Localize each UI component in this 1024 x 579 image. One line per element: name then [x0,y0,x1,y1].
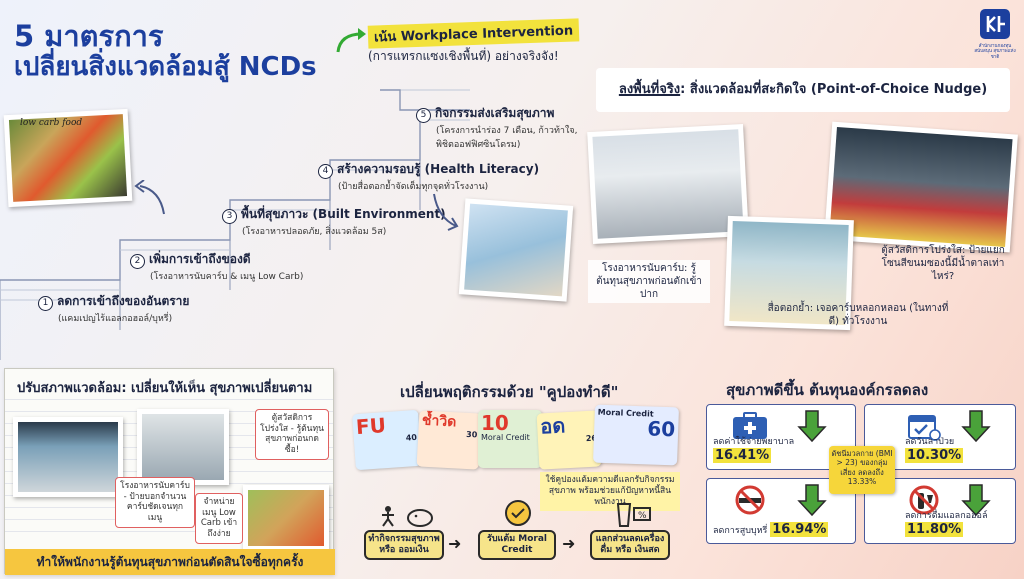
svg-text:%: % [638,511,647,521]
canteen-caption: โรงอาหารนับคาร์บ: รู้ต้นทุนสุขภาพก่อนตัก… [588,260,710,303]
coupon-card-2: ช้ำวิด 30 [416,410,482,470]
coupon-note: ใช้คูปองแต้มความดีแลกรับกิจกรรมสุขภาพ พร… [540,472,680,512]
step-1: 1 ลดการเข้าถึงของอันตราย (แคมเปญไร้แอลกอฮ… [38,292,189,325]
nudge-title-rest: : สิ่งแวดล้อมที่สะกิดใจ (Point-of-Choice… [680,82,988,97]
logo-mark-icon [980,9,1010,39]
logo-text: สำนักงานกองทุนสนับสนุน สุขภาพแห่งชาติ [974,44,1016,60]
drink-cash-icon: % [616,503,651,527]
alcohol-value: 11.80% [905,522,964,537]
step-4-head: สร้างความรอบรู้ (Health Literacy) [337,162,540,176]
coupon-title: เปลี่ยนพฤติกรรมด้วย "คูปองทำดี" [400,383,619,401]
medical-cost-label: ลดค่าใช้จ่ายพยาบาล [713,437,795,447]
main-title: 5 มาตรการ เปลี่ยนสิ่งแวดล้อมสู้ NCDs [14,19,317,83]
coupon-card-4: อด 26 [536,410,602,470]
flow-step-credit: รับแต้ม Moral Credit [478,530,556,560]
lunchbox-photo [243,485,329,551]
first-aid-icon [733,412,767,439]
step-5-head: กิจกรรมส่งเสริมสุขภาพ [435,106,555,120]
environment-notebook: ปรับสภาพแวดล้อม: เปลี่ยนให้เห็น สุขภาพเป… [4,368,335,575]
step-4-num: 4 [318,164,333,179]
step-4: 4 สร้างความรอบรู้ (Health Literacy) (ป้าย… [318,160,539,193]
step-5-num: 5 [416,108,431,123]
food-photo-label: low carb food [20,118,83,128]
nudge-title: ลงพื้นที่จริง: สิ่งแวดล้อมที่สะกิดใจ (Po… [596,68,1010,112]
no-smoking-icon [735,485,765,515]
down-arrow-icon [961,484,991,517]
low-carb-menu-tag: จำหน่ายเมนู Low Carb เข้าถึงง่าย [195,493,243,544]
sick-leave-value: 10.30% [905,448,964,463]
bmi-risk-badge: ดัชนีมวลกาย (BMI > 23) ของกลุ่มเสี่ยง ลด… [829,446,895,494]
notebook-footer: ทำให้พนักงานรู้ต้นทุนสุขภาพก่อนตัดสินใจซ… [5,549,335,575]
activity-saving-icon [382,506,433,527]
medical-cost-value: 16.41% [713,448,772,463]
staircase-drawing [0,89,470,360]
smoking-label: ลดการสูบบุหรี่ [713,526,768,536]
step-1-num: 1 [38,296,53,311]
coupon-2-big: ช้ำวิด [421,412,457,431]
wi-sub: (การแทรกแซงเชิงพื้นที่) อย่างจริงจัง! [368,49,559,63]
coupon-card-1: FU 40 [352,409,422,471]
workplace-intervention-callout: เน้น Workplace Intervention (การแทรกแซงเ… [367,18,590,66]
arrow-up-icon [134,180,165,215]
step-2-head: เพิ่มการเข้าถึงของดี [149,252,251,266]
nudge-title-prefix: ลงพื้นที่จริง [618,82,681,97]
step-3: 3 พื้นที่สุขภาวะ (Built Environment) (โรง… [222,205,446,238]
flow-arrow-2-icon: ➜ [562,534,576,553]
vending-machine-photo [137,409,229,485]
coin-icon [505,500,531,526]
water-station-photo [458,198,574,302]
down-arrow-icon [797,484,827,517]
no-alcohol-icon [909,485,939,515]
vending-caption: ตู้สวัสดิการโปร่งใส: ป้ายแยกโซนสีขนมซองน… [881,245,1005,282]
calendar-check-icon [908,415,941,441]
step-3-desc: (โรงอาหารปลอดภัย, สิ่งแวดล้อม 5ส) [242,227,387,237]
step-2-num: 2 [130,254,145,269]
step-5-desc: (โครงการนำร่อง 7 เดือน, ก้าวท้าใจ, พิชิต… [436,126,578,150]
step-4-desc: (ป้ายสื่อตอกย้ำจัดเต็มทุกจุดทั่วโรงงาน) [338,182,489,192]
coupon-card-5: Moral Credit 60 [593,404,679,466]
alcohol-label: ลดการดื่มแอลกอฮอล์ [905,511,988,521]
flow-arrow-1-icon: ➜ [448,534,462,553]
carb-label-tag: โรงอาหารนับคาร์บ - ป้ายบอกจำนวนคาร์บชัดเ… [115,477,195,528]
menu-board-photo [13,417,123,497]
main-title-line2: เปลี่ยนสิ่งแวดล้อมสู้ NCDs [14,52,317,83]
arrow-down-icon [433,193,459,231]
coupon-5-value: 60 [646,416,676,442]
step-5: 5 กิจกรรมส่งเสริมสุขภาพ (โครงการนำร่อง 7 … [416,104,592,151]
curved-arrow-icon [336,28,366,53]
poster-caption: สื่อตอกย้ำ: เจอคาร์บหลอกหลอน (ในทางที่ดี… [767,303,949,327]
org-logo: สำนักงานกองทุนสนับสนุน สุขภาพแห่งชาติ [972,8,1018,60]
down-arrow-icon [961,410,991,443]
flow-step-activity: ทำกิจกรรมสุขภาพ หรือ ออมเงิน [364,530,444,560]
step-3-num: 3 [222,209,237,224]
smoking-value: 16.94% [770,522,829,537]
down-arrow-icon [797,410,827,443]
coupon-3-text: Moral Credit [481,433,530,442]
coupon-3-big: 10 [481,411,509,435]
step-1-head: ลดการเข้าถึงของอันตราย [57,294,190,308]
notebook-title: ปรับสภาพแวดล้อม: เปลี่ยนให้เห็น สุขภาพเป… [17,381,313,396]
flow-step-redeem: แลกส่วนลดเครื่องดื่ม หรือ เงินสด [590,530,670,560]
step-1-desc: (แคมเปญไร้แอลกอฮอล์/บุหรี่) [58,314,173,324]
main-title-line1: 5 มาตรการ [14,19,164,53]
canteen-photo [587,123,749,245]
step-2: 2 เพิ่มการเข้าถึงของดี (โรงอาหารนับคาร์บ … [130,250,303,283]
transparent-vending-tag: ตู้สวัสดิการโปร่งใส - รู้ต้นทุนสุขภาพก่อ… [255,409,329,460]
step-3-head: พื้นที่สุขภาวะ (Built Environment) [241,207,446,221]
wi-highlight: เน้น Workplace Intervention [367,18,580,49]
health-title: สุขภาพดีขึ้น ต้นทุนองค์กรลดลง [726,381,929,399]
step-2-desc: (โรงอาหารนับคาร์บ & เมนู Low Carb) [150,272,304,282]
sick-leave-label: ลดวันลาป่วย [905,437,955,447]
coupon-card-3: 10 Moral Credit [478,410,542,468]
